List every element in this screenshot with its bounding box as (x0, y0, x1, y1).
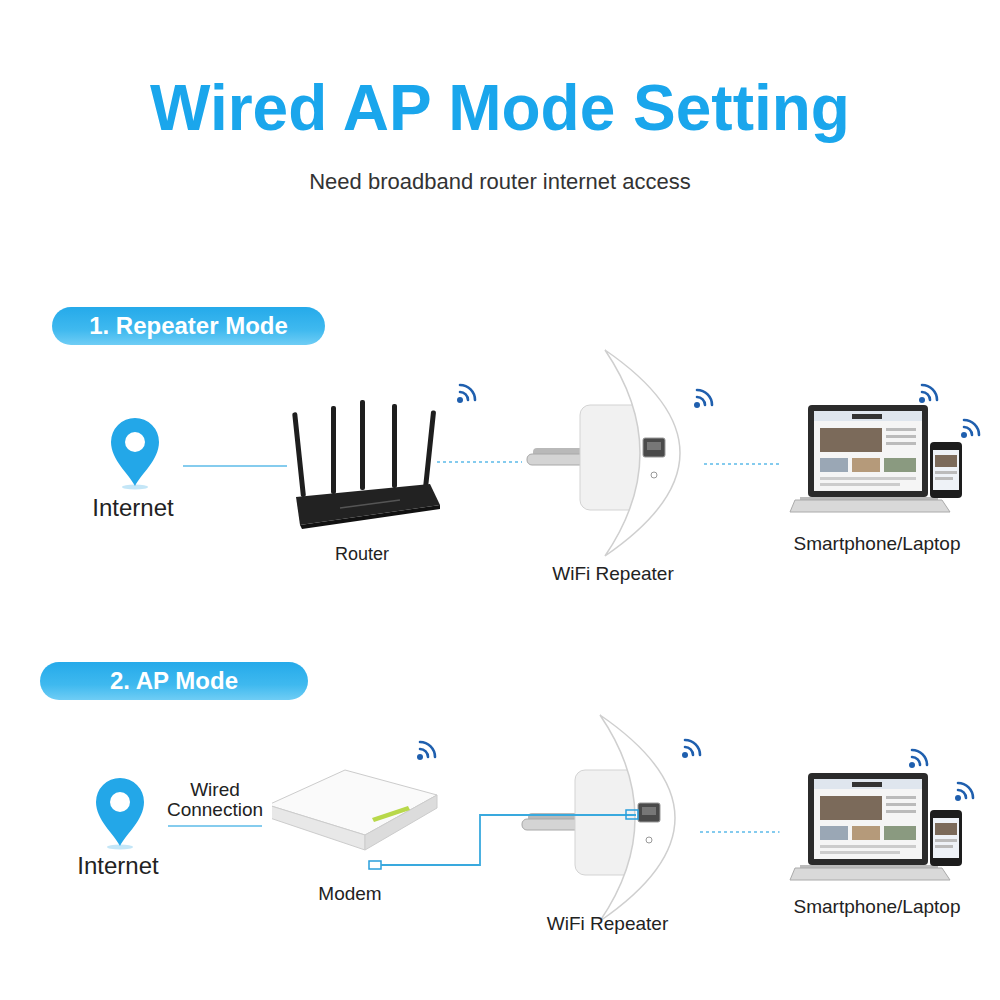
connector (704, 463, 780, 465)
repeater-icon (522, 715, 675, 921)
mode-heading: 1. Repeater Mode (89, 313, 288, 339)
router-antenna (392, 404, 397, 488)
repeater-icon (527, 350, 680, 556)
connector (438, 815, 515, 865)
router-antenna (360, 400, 365, 490)
device-label: Modem (318, 883, 381, 905)
device-node: Modem (262, 750, 438, 905)
device-label: Internet (92, 494, 173, 522)
modem-side (365, 795, 437, 850)
router-highlight (340, 500, 400, 508)
device-node: WiFi Repeater (515, 710, 700, 935)
diagram-title: Wired AP Mode Setting (0, 72, 1000, 146)
connector (183, 465, 287, 467)
modem-lights (372, 806, 410, 822)
device-label: WiFi Repeater (547, 913, 668, 935)
device-label: Smartphone/Laptop (794, 533, 961, 555)
connection-label: Wired Connection (158, 780, 272, 820)
wifi-symbol (417, 742, 435, 760)
connector (700, 831, 780, 833)
wifi-symbol (961, 420, 979, 438)
cable (515, 814, 636, 816)
device-node: Router (287, 395, 437, 565)
wifi-symbol (909, 750, 927, 768)
device-label: WiFi Repeater (552, 563, 673, 585)
internet-pin (96, 778, 144, 850)
router-edge (300, 505, 440, 529)
device-label: Router (335, 544, 389, 565)
modem-icon (268, 770, 438, 869)
laptop-phone-icon (790, 773, 962, 880)
device-node: Internet (68, 775, 168, 880)
cable (381, 864, 438, 866)
modem-front (268, 805, 365, 850)
wifi-symbol (955, 783, 973, 801)
router-antenna (423, 410, 436, 488)
router-antenna (331, 406, 336, 494)
device-node: Smartphone/Laptop (780, 385, 975, 555)
wifi-symbol (919, 385, 937, 403)
mode-pill: 1. Repeater Mode (52, 307, 325, 345)
device-node: Smartphone/Laptop (780, 755, 975, 918)
connector (168, 825, 262, 827)
router-icon (292, 400, 440, 529)
router-antenna (292, 412, 306, 497)
mode-pill: 2. AP Mode (40, 662, 308, 700)
modem-port (369, 861, 381, 869)
wifi-symbol (682, 740, 700, 758)
wifi-symbol (457, 385, 475, 403)
laptop-phone-icon (790, 405, 962, 512)
mode-heading: 2. AP Mode (110, 668, 238, 694)
internet-pin (111, 418, 159, 490)
cable-plug (626, 810, 638, 819)
device-node: Internet (83, 415, 183, 522)
wifi-symbol (694, 390, 712, 408)
subtitle: Need broadband router internet access (0, 169, 1000, 194)
connector (437, 461, 522, 463)
device-label: Internet (77, 852, 158, 880)
device-label: Smartphone/Laptop (794, 896, 961, 918)
device-node: WiFi Repeater (522, 345, 704, 585)
